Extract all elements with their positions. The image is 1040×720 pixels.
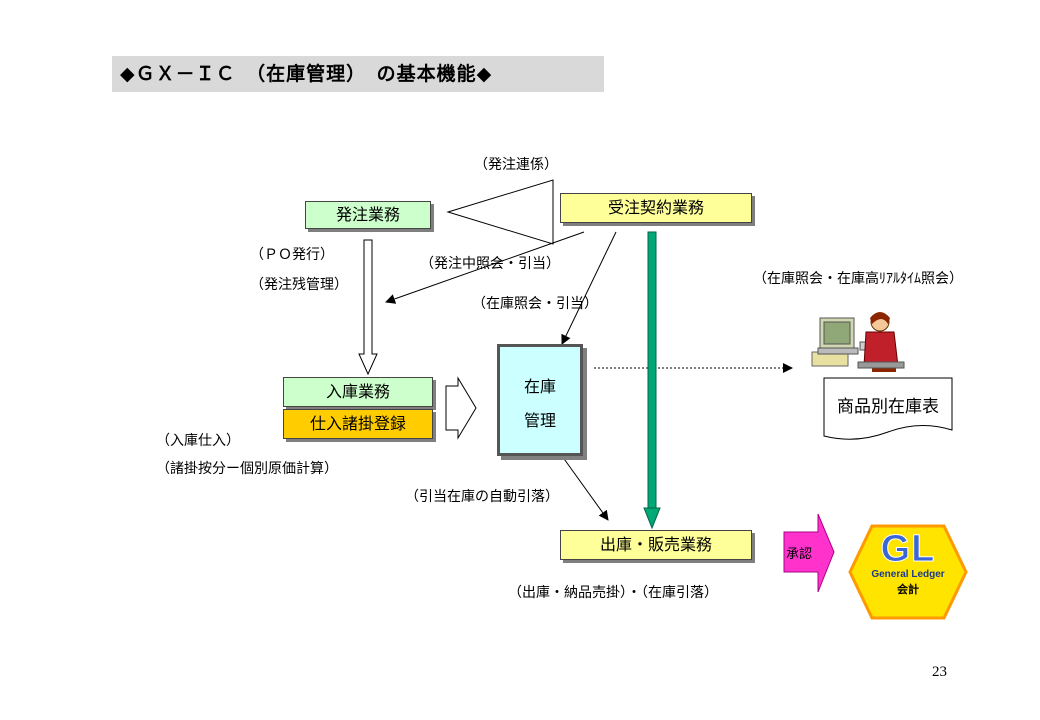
arrow-juchu-to-zaiko	[561, 231, 617, 345]
note-hacchu-chu: （発注中照会・引当）	[420, 256, 560, 272]
report-document-shape	[823, 377, 953, 440]
note-po-hakko: （ＰＯ発行）	[250, 247, 334, 263]
gl-badge-kanji: 会計	[897, 583, 919, 596]
note-realtime: （在庫照会・在庫高ﾘｱﾙﾀｲﾑ照会）	[753, 271, 963, 287]
arrow-nyuko-to-zaiko	[445, 376, 477, 440]
note-zaiko-shokai: （在庫照会・引当）	[472, 296, 598, 312]
nyuko-gyomu-box: 入庫業務	[283, 377, 433, 407]
green-arrow-shaft	[647, 231, 657, 509]
hacchu-renkei-triangle	[446, 179, 554, 245]
gl-badge-title: GL	[880, 528, 936, 570]
page-number: 23	[932, 664, 947, 680]
gl-badge-subtitle: General Ledger	[871, 569, 945, 580]
green-arrow-head	[643, 507, 661, 530]
shiire-shokake-box: 仕入諸掛登録	[283, 409, 433, 439]
arrow-hacchu-to-nyuko	[358, 239, 378, 376]
gl-hexagon	[848, 524, 968, 620]
hacchu-gyomu-label: 発注業務	[335, 205, 400, 224]
gl-badge: GL General Ledger 会計	[850, 530, 966, 597]
arrow-juchu-to-hacchu	[385, 231, 585, 304]
approval-arrow-shape	[783, 513, 835, 593]
note-nyuko-shiire: （入庫仕入）	[156, 433, 240, 449]
hacchu-gyomu-box: 発注業務	[305, 201, 431, 229]
arrow-zaiko-to-shukko	[561, 455, 609, 521]
note-hacchu-renkei: （発注連係）	[474, 157, 558, 173]
note-hacchu-zan: （発注残管理）	[250, 277, 348, 293]
nyuko-gyomu-label: 入庫業務	[325, 382, 390, 401]
note-shukko: （出庫・納品売掛）・（在庫引落）	[508, 585, 718, 601]
operator-illustration	[811, 312, 905, 372]
juchu-keiyaku-label: 受注契約業務	[607, 198, 704, 217]
report-label: 商品別在庫表	[837, 397, 939, 417]
approval-label: 承認	[786, 547, 813, 562]
zaiko-kanri-box: 在庫 管理	[497, 344, 583, 456]
juchu-keiyaku-box: 受注契約業務	[560, 193, 752, 223]
shiire-shokake-label: 仕入諸掛登録	[309, 414, 406, 433]
shukko-hanbai-label: 出庫・販売業務	[599, 535, 712, 554]
zaiko-kanri-label-1: 在庫	[523, 377, 556, 396]
zaiko-kanri-label-2: 管理	[523, 411, 556, 430]
note-hikiate: （引当在庫の自動引落）	[405, 489, 559, 505]
shukko-hanbai-box: 出庫・販売業務	[560, 530, 752, 560]
note-shokake: （諸掛按分ー個別原価計算）	[156, 461, 338, 477]
page-title: ◆ＧＸ－ＩＣ （在庫管理） の基本機能◆	[112, 56, 604, 92]
